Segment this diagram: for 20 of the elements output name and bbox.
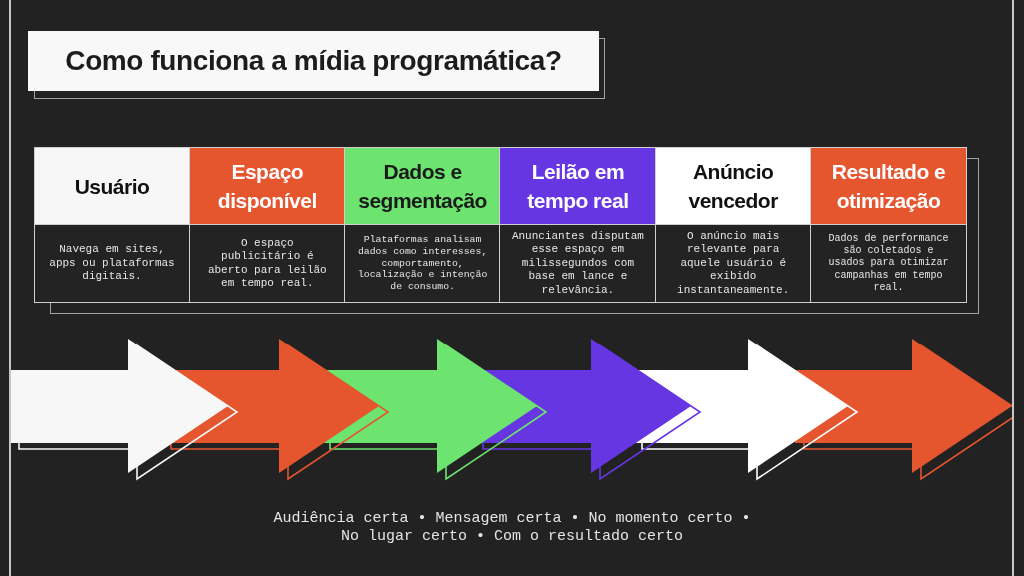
step-description: Anunciantes disputam esse espaço em milissegundos com base em lance e relevância. <box>510 230 645 297</box>
step-description: Navega em sites, apps ou plataformas digitais. <box>48 243 176 284</box>
step-description: Dados de performance são coletados e usados para otimizar campanhas em tempo real. <box>827 233 950 294</box>
step-column <box>33 147 191 303</box>
step-column <box>810 147 967 303</box>
page-title: Como funciona a mídia programática? <box>28 31 599 91</box>
step-description: O espaço publicitário é aberto para leilão em tempo real. <box>206 236 328 291</box>
step-description: O anúncio mais relevante para aquele usuário é exibido instantaneamente. <box>676 230 791 297</box>
step-title: Anúncio vencedor <box>687 159 779 214</box>
step-title: Usuário <box>73 173 151 200</box>
step-column <box>344 147 502 303</box>
step-title: Dados e segmentação <box>357 159 488 214</box>
step-column <box>188 147 346 303</box>
step-column <box>499 147 657 303</box>
step-title: Resultado e otimização <box>830 159 947 214</box>
step-title: Espaço disponível <box>216 159 318 214</box>
step-description: Plataformas analisam dados como interesses, comportamento, localização e intenção de consumo. <box>356 233 489 294</box>
step-title: Leilão em tempo real <box>526 159 630 214</box>
tagline: Audiência certa • Mensagem certa • No momento certo • No lugar certo • Com o resultado certo <box>272 510 752 546</box>
step-column <box>654 147 812 303</box>
